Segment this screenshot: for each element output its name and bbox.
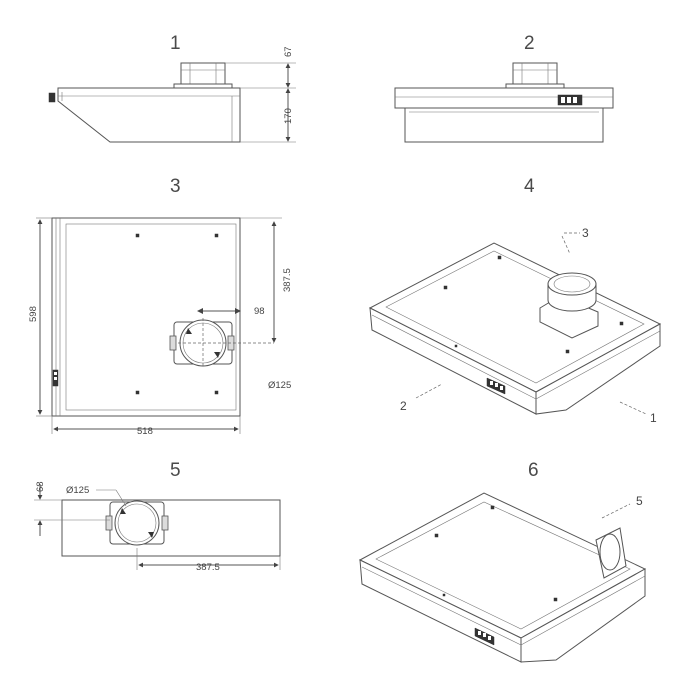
callout-outlet: 3 <box>582 226 589 240</box>
view-3-top-view: 3 387.5 <box>28 176 293 437</box>
collar-flange <box>173 83 233 89</box>
outlet-collar <box>539 272 599 339</box>
outlet-collar <box>105 500 169 546</box>
dim-collar-offset: 387.5 <box>196 562 220 573</box>
screw-holes <box>443 255 624 354</box>
hood-body <box>57 87 241 143</box>
view-label-3: 3 <box>170 176 181 197</box>
dim-collar-offset: 387.5 <box>282 268 293 292</box>
callout-side: 1 <box>650 411 657 425</box>
view-4-isometric: 4 3 2 1 <box>368 176 662 425</box>
dim-body-height: 170 <box>283 108 294 124</box>
view-1-side-elevation: 1 67 170 <box>48 33 296 143</box>
dim-collar-height: 67 <box>283 46 294 57</box>
hood-side-face <box>520 568 646 663</box>
front-knob <box>48 92 56 103</box>
dim-width: 518 <box>137 426 153 437</box>
hood-lower-body <box>404 107 604 143</box>
control-buttons <box>474 627 495 646</box>
view-label-1: 1 <box>170 33 181 54</box>
view-6-isometric-rear: 6 5 <box>358 460 647 663</box>
view-label-5: 5 <box>170 460 181 481</box>
hood-outline <box>51 217 241 417</box>
dim-collar-diameter: Ø125 <box>66 485 89 496</box>
hood-side-face <box>535 323 661 415</box>
view-label-2: 2 <box>524 33 535 54</box>
outlet-collar <box>169 318 274 368</box>
view-label-4: 4 <box>524 176 535 197</box>
view-2-front-elevation: 2 <box>394 33 614 143</box>
control-buttons <box>557 94 583 106</box>
control-buttons <box>486 377 506 395</box>
hood-rear-outline <box>61 499 281 557</box>
callout-front: 2 <box>400 399 407 413</box>
dim-depth: 598 <box>28 306 39 322</box>
callout-outlet: 5 <box>636 494 643 508</box>
dim-height: 68 <box>35 481 46 492</box>
top-panel <box>65 223 237 411</box>
view-label-6: 6 <box>528 460 539 481</box>
screw-holes <box>135 233 219 395</box>
collar <box>180 62 226 86</box>
dim-side-offset: 98 <box>254 306 265 317</box>
collar <box>512 62 558 86</box>
front-controls <box>52 369 59 387</box>
collar-flange <box>505 83 565 89</box>
outlet-collar-rear <box>595 527 627 579</box>
view-5-rear-view: 5 68 Ø125 387.5 <box>34 460 281 573</box>
dim-collar-diameter: Ø125 <box>268 380 291 391</box>
